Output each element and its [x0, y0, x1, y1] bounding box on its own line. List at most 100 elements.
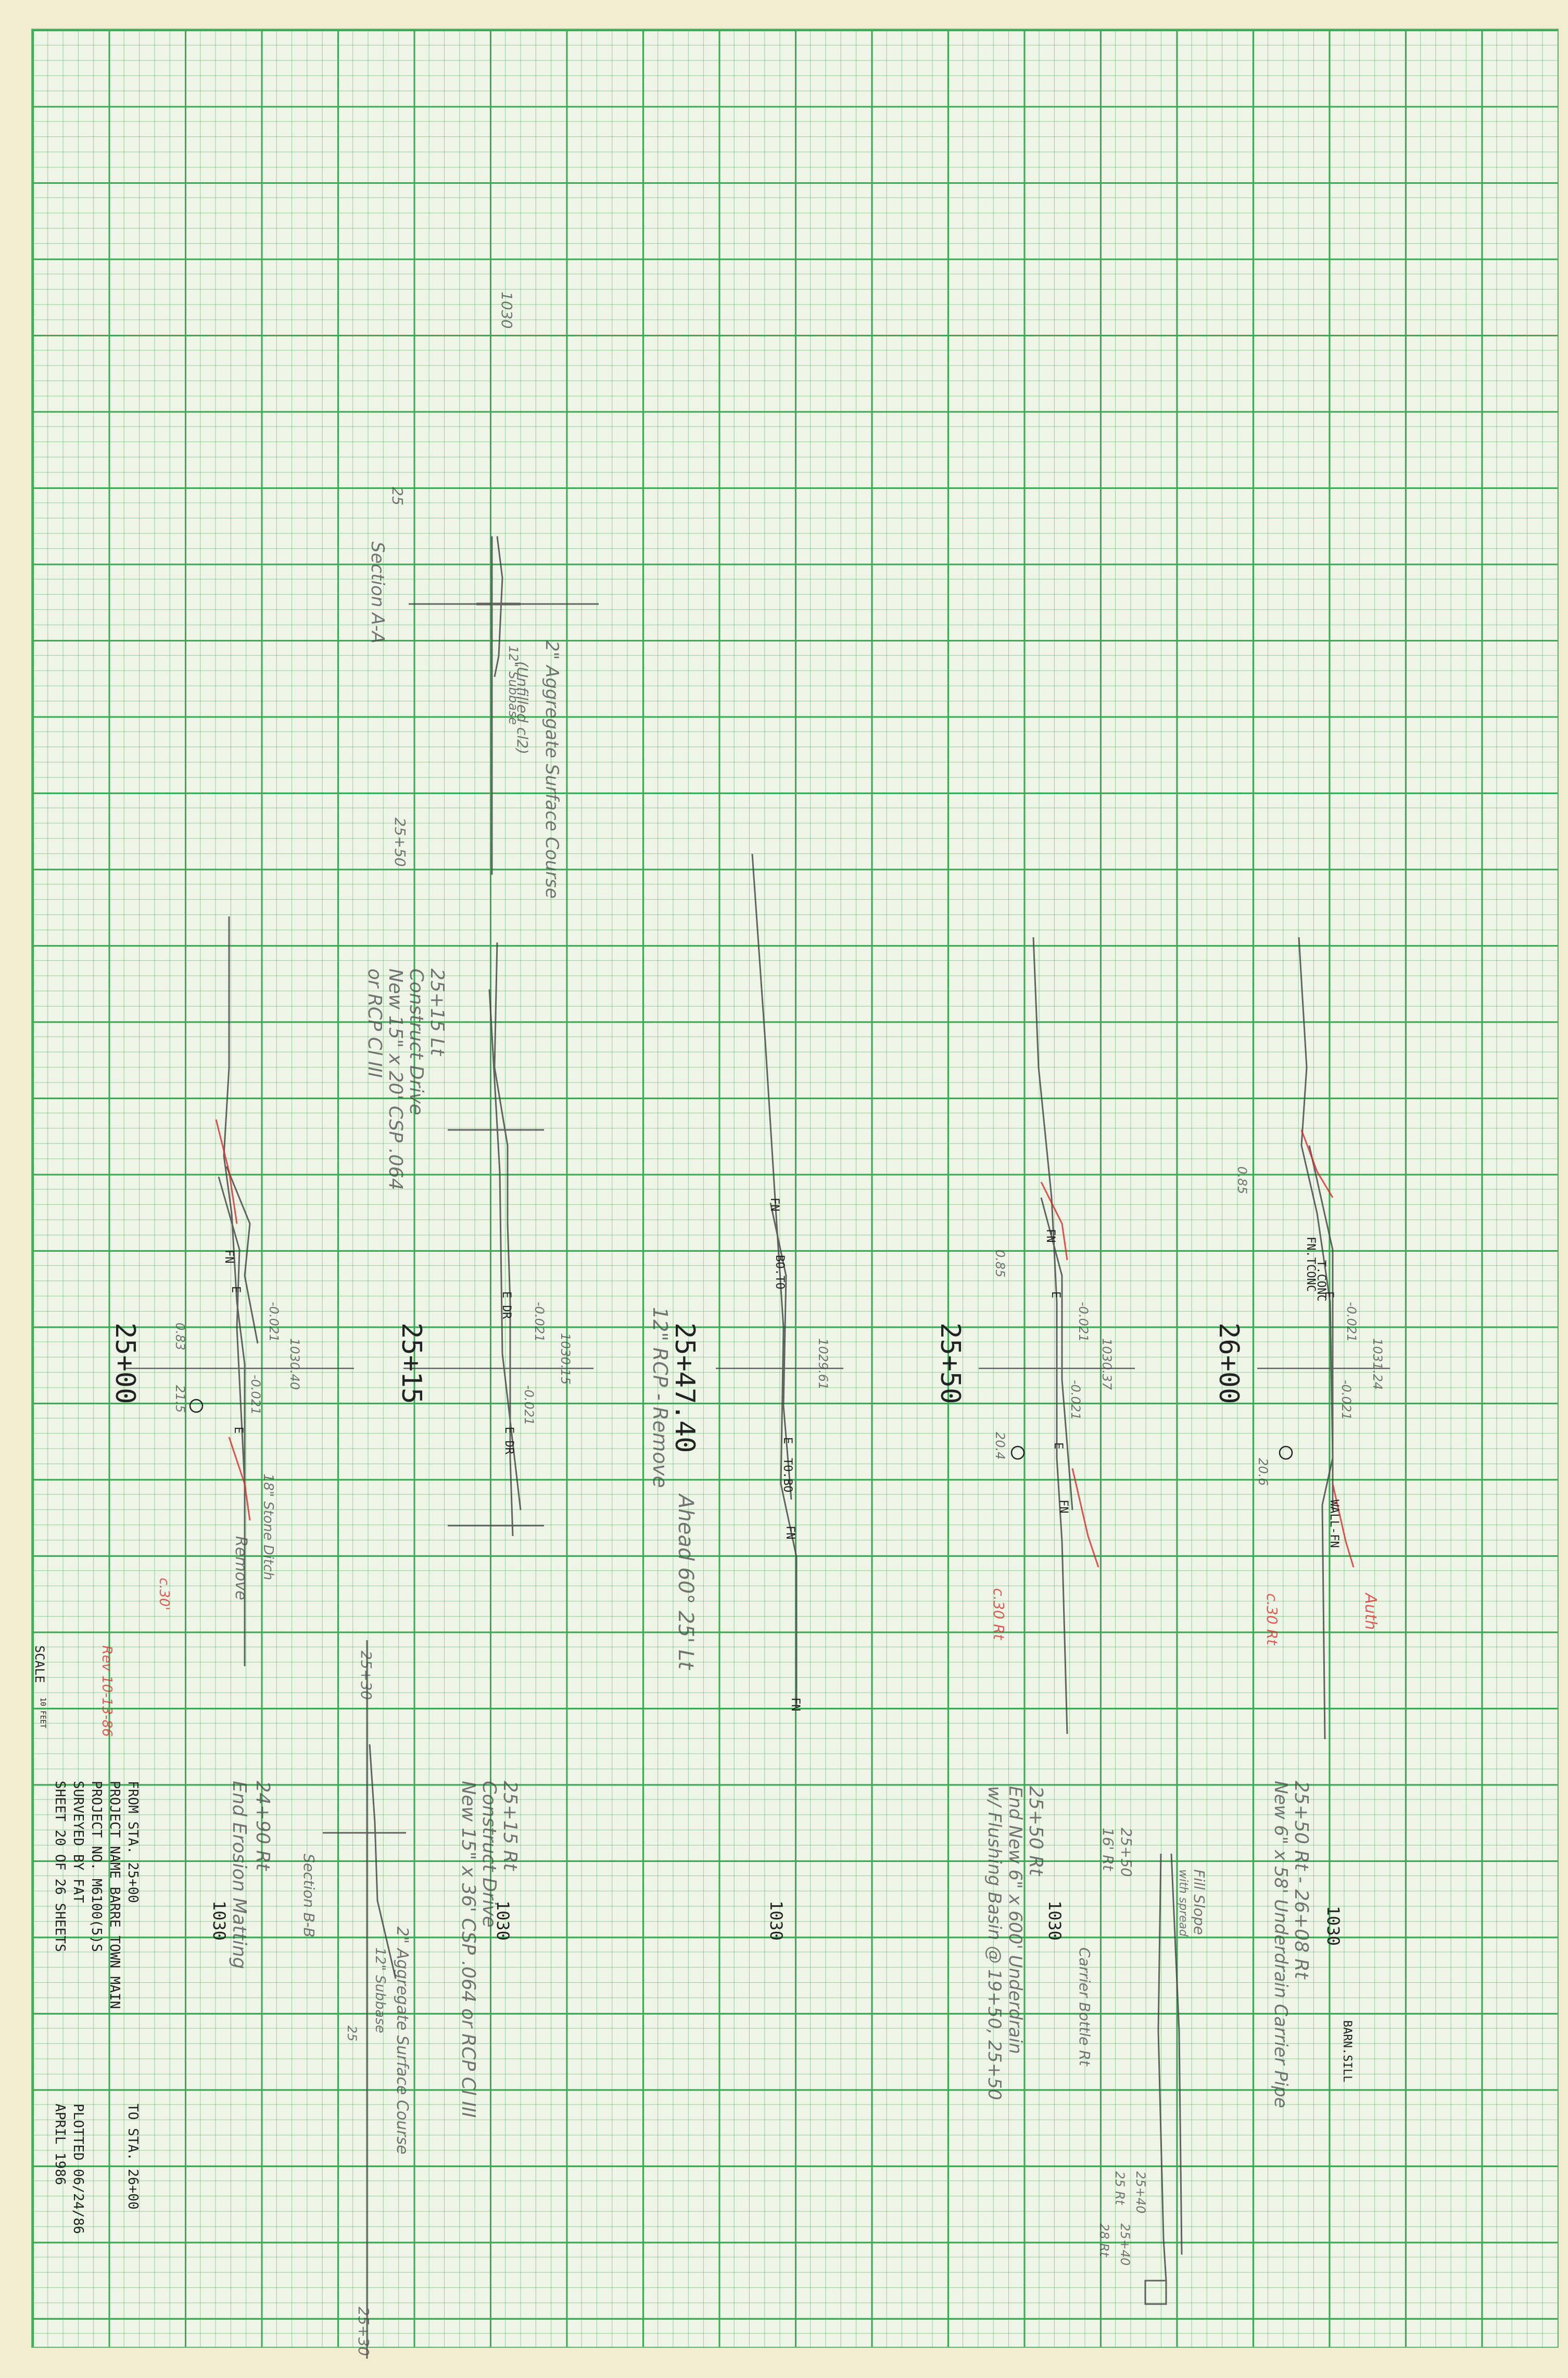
section-2500-remove: Remove	[232, 1536, 250, 1601]
section-bb-label-25: 25	[345, 2025, 359, 2042]
fill-slope-drawing	[1144, 1853, 1183, 2305]
title-scale: SCALE	[32, 1645, 47, 1683]
station-2515: 25+15	[396, 1323, 427, 1404]
section-2500-offset-right: 21.5	[173, 1385, 187, 1413]
section-2515-rt-title: 25+15 Rt	[499, 1781, 521, 1871]
graph-paper-grid	[31, 29, 1559, 2348]
station-254740: 25+47.40	[669, 1323, 700, 1453]
section-254740-pipe-note: 12" RCP - Remove	[649, 1307, 672, 1488]
section-aa-note-subbase: 12" Subbase	[506, 646, 521, 725]
section-2550-red-note: c.30 Rt	[990, 1588, 1007, 1640]
section-254740-marker-tobo: TO.BO	[781, 1458, 794, 1493]
section-2600-grade-right: -0.021	[1339, 1380, 1354, 1420]
section-254740-elevation: 1029.61	[816, 1338, 830, 1390]
section-2600-marker-e: E	[1322, 1291, 1335, 1299]
section-254740-drawing	[716, 853, 843, 1708]
section-2550-note2-line2: 16' Rt	[1099, 1828, 1117, 1871]
station-2500: 25+00	[109, 1323, 141, 1404]
section-bb-label-2530: 25+30	[355, 2307, 372, 2356]
title-block: FROM STA. 25+00 TO STA. 26+00 PROJECT NA…	[32, 1645, 156, 2333]
section-2500-note-body: End Erosion Matting	[229, 1781, 250, 1969]
section-2500-marker-fn: FN	[222, 1250, 235, 1264]
section-aa-drawing	[409, 536, 599, 875]
section-2600-note-title: 25+50 Rt - 26+08 Rt	[1291, 1781, 1312, 1979]
section-2515-elevation: 1030.15	[558, 1333, 573, 1385]
section-2550-offset-right: 20.4	[993, 1432, 1007, 1460]
section-bb-note-aggregate: 2" Aggregate Surface Course	[393, 1927, 411, 2155]
section-254740-marker-boto: BO.TO	[773, 1255, 786, 1290]
fill-slope-sta-c: 25+40	[1118, 2223, 1132, 2266]
section-2600-elevation: 1031.24	[1370, 1338, 1385, 1390]
fill-slope-sta-b: 25 Rt	[1112, 2171, 1127, 2205]
section-aa-note-aggregate: 2" Aggregate Surface Course	[541, 640, 562, 899]
title-project-no: PROJECT NO. M6100(5)S	[88, 1781, 104, 1952]
section-2515-lt-line1: Construct Drive	[406, 968, 427, 1115]
section-254740-marker-fn3: FN	[789, 1697, 802, 1712]
section-bb-title: Section B-B	[300, 1854, 318, 1937]
section-2500-elev-1030: 1030	[209, 1901, 229, 1941]
section-254740-marker-e: E	[781, 1437, 794, 1444]
section-2600-note-body: New 6" x 58' Underdrain Carrier Pipe	[1270, 1781, 1291, 2108]
section-2500-grade-left: -0.021	[267, 1302, 281, 1342]
section-aa-label-1030: 1030	[498, 292, 515, 329]
section-2550-marker-fn: FN	[1044, 1229, 1057, 1243]
section-2515-marker-top: E DR	[500, 1291, 513, 1319]
station-2600: 26+00	[1213, 1323, 1244, 1404]
red-pencil-marks	[215, 1119, 1355, 1568]
title-surveyed-by: SURVEYED BY FAT	[70, 1781, 86, 1903]
section-2600-grade-left: -0.021	[1344, 1302, 1359, 1342]
section-2515-grade-left: -0.021	[532, 1302, 547, 1342]
section-2550-drawing	[979, 937, 1135, 1734]
section-254740-marker-fn2: FN	[783, 1526, 796, 1540]
section-2500-stone-ditch: 18" Stone Ditch	[260, 1474, 276, 1580]
section-2515-elev-1030: 1030	[493, 1901, 513, 1941]
section-2550-elev-1030: 1030	[1045, 1901, 1065, 1941]
section-2600-drawing	[1257, 937, 1390, 1740]
section-2500-note-title: 24+90 Rt	[252, 1781, 273, 1871]
section-2600-offset-left: 0.85	[1235, 1166, 1249, 1194]
title-from-sta: FROM STA. 25+00	[125, 1781, 141, 1903]
section-2600-marker-wallfn: WALL-FN	[1327, 1500, 1341, 1548]
title-sheet: SHEET 20 OF 26 SHEETS	[52, 1781, 68, 1952]
section-2550-elevation: 1030.37	[1099, 1338, 1114, 1390]
section-2600-offset-right: 20.6	[1256, 1458, 1270, 1486]
title-red-revision: Rev 10-13-86	[99, 1645, 115, 1737]
title-to-sta: TO STA. 26+00	[125, 2104, 141, 2210]
section-2500-red-note: c.30'	[156, 1578, 172, 1611]
title-plotted: PLOTTED 06/24/86	[70, 2104, 86, 2234]
fill-slope-sub: with spread	[1177, 1869, 1190, 1937]
title-scale-bar: 10 FEET	[39, 1697, 47, 1729]
section-2515-lt-line2: New 15" x 20' CSP .064	[385, 968, 406, 1190]
section-2500-grade-right: -0.021	[248, 1375, 263, 1415]
section-254740-elev-1030: 1030	[766, 1901, 786, 1941]
title-date: APRIL 1986	[52, 2104, 68, 2185]
section-2500-drawing	[125, 916, 354, 1666]
section-2550-offset-left: 0.85	[993, 1250, 1007, 1278]
section-2600-carrier-bottle: Carrier Bottle Rt	[1076, 1947, 1093, 2066]
section-bb-drawing	[323, 1640, 406, 2359]
section-2500-marker-e2: E	[232, 1427, 245, 1434]
fill-slope-sta-d: 28 Rt	[1097, 2223, 1111, 2257]
section-2550-note-line1: End New 6" x 600' Underdrain	[1005, 1786, 1026, 2054]
section-254740-marker-fn: FN	[768, 1198, 781, 1212]
section-bb-label-top: 25+30	[358, 1651, 375, 1700]
station-2550: 25+50	[934, 1323, 966, 1404]
section-2515-lt-line3: or RCP Cl III	[364, 968, 385, 1078]
section-2515-marker-bottom: E DR	[502, 1427, 515, 1454]
section-aa-label-25: 25	[389, 487, 406, 506]
section-2550-grade-right: -0.021	[1068, 1380, 1083, 1420]
section-2515-lt-title: 25+15 Lt	[426, 968, 448, 1056]
section-2515-grade-right: -0.021	[522, 1385, 536, 1426]
section-2550-marker-fn2: FN	[1057, 1500, 1070, 1514]
title-project-name: PROJECT NAME BARRE TOWN MAIN	[107, 1781, 122, 2009]
section-aa-title: Section A-A	[367, 542, 388, 644]
fill-slope-sta-a: 25+40	[1133, 2171, 1148, 2214]
section-2600-red-note: c.30 Rt	[1263, 1593, 1281, 1645]
section-2600-red-auth: Auth	[1361, 1593, 1380, 1630]
section-2550-grade-left: -0.021	[1076, 1302, 1091, 1342]
section-2550-note-title: 25+50 Rt	[1025, 1786, 1046, 1876]
section-2600-marker-barnsill: BARN.SILL	[1341, 2020, 1354, 2083]
section-2550-note-line2: w/ Flushing Basin @ 19+50, 25+50	[984, 1786, 1005, 2100]
